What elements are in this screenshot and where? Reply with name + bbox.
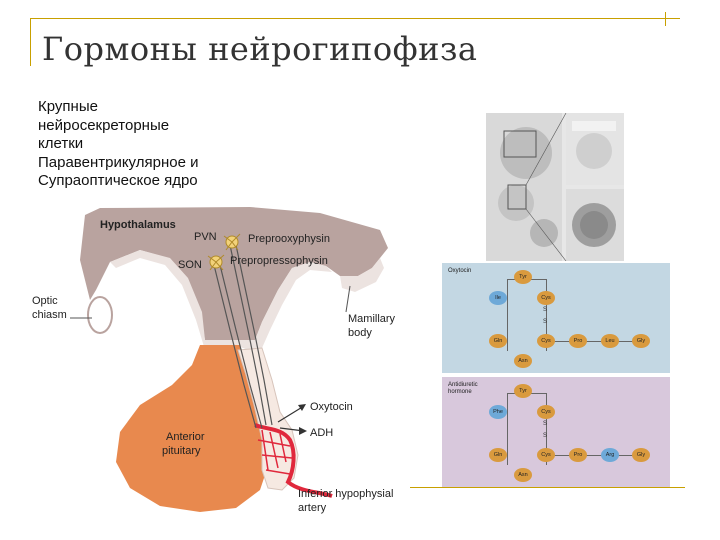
frame-line-left xyxy=(30,18,31,66)
residue: Pro xyxy=(569,334,587,348)
residue: Gly xyxy=(632,334,650,348)
residue: Ile xyxy=(489,291,507,305)
label-inferior-2: artery xyxy=(298,502,327,514)
text-line: клетки xyxy=(38,135,84,152)
text-line: нейросекреторные xyxy=(38,116,170,134)
artery-vessel xyxy=(254,423,333,498)
disulfide-s: S xyxy=(543,421,548,427)
adh-panel-title: Antidiuretic hormone xyxy=(448,382,478,395)
residue: Tyr xyxy=(514,384,532,398)
arrow-oxytocin-head xyxy=(298,404,306,411)
residue: Arg xyxy=(601,448,619,462)
label-inferior-1: Inferior hypophysial xyxy=(298,488,393,500)
axon-son-2 xyxy=(219,264,263,429)
residue: Cys xyxy=(537,291,555,305)
label-anterior-1: Anterior xyxy=(166,431,205,443)
text-line: Супраоптическое ядро xyxy=(38,172,198,189)
optic-chiasm-shape xyxy=(87,296,113,334)
leader-mamillary xyxy=(345,285,351,313)
arrow-oxytocin-line xyxy=(277,405,305,423)
label-adh: ADH xyxy=(310,427,333,439)
residue: Cys xyxy=(537,448,555,462)
label-optic-2: chiasm xyxy=(32,309,67,321)
arrow-adh-head xyxy=(299,427,307,435)
axon-son xyxy=(213,264,257,429)
neurosecretory-cell-micrograph xyxy=(486,113,624,261)
slide-title: Гормоны нейрогипофиза xyxy=(42,30,478,68)
label-optic-1: Optic xyxy=(32,295,58,307)
residue: Tyr xyxy=(514,270,532,284)
label-oxytocin: Oxytocin xyxy=(310,401,353,413)
label-son: SON xyxy=(178,259,202,271)
label-hypothalamus: Hypothalamus xyxy=(100,219,176,231)
residue: Cys xyxy=(537,405,555,419)
residue: Gly xyxy=(632,448,650,462)
residue: Gln xyxy=(489,448,507,462)
residue: Pro xyxy=(569,448,587,462)
text-line: Паравентрикулярное и xyxy=(38,153,199,171)
pvn-neuron xyxy=(223,233,241,251)
label-anterior-2: pituitary xyxy=(162,445,201,457)
disulfide-s: S xyxy=(543,433,548,439)
residue: Phe xyxy=(489,405,507,419)
slide-text: Крупные нейросекреторные клетки Паравент… xyxy=(38,98,198,191)
mamillary-body-shape xyxy=(340,258,384,292)
residue: Asn xyxy=(514,468,532,482)
disulfide-s: S xyxy=(543,319,548,325)
hypothalamus-inner xyxy=(110,250,332,350)
axon-pvn xyxy=(229,244,267,426)
disulfide-s: S xyxy=(543,307,548,313)
capillary-network xyxy=(257,429,293,475)
oxytocin-structure-panel: Oxytocin Tyr Ile Cys S S Gln Cys Pro Leu… xyxy=(442,263,670,373)
residue: Asn xyxy=(514,354,532,368)
text-line: Крупные xyxy=(38,98,98,115)
label-pvn: PVN xyxy=(194,231,217,243)
label-mamillary-1: Mamillary xyxy=(348,313,396,325)
axon-pvn-2 xyxy=(235,244,273,426)
residue: Leu xyxy=(601,334,619,348)
son-neuron xyxy=(207,254,225,271)
frame-line-bottom xyxy=(410,487,685,488)
residue: Cys xyxy=(537,334,555,348)
frame-line-top xyxy=(30,18,680,19)
residue: Gln xyxy=(489,334,507,348)
label-prepropressophysin: Prepropressophysin xyxy=(230,255,328,267)
frame-tick xyxy=(665,12,666,26)
hypothalamus-region xyxy=(80,207,388,340)
anterior-pituitary xyxy=(116,345,270,512)
adh-structure-panel: Antidiuretic hormone Tyr Phe Cys S S Gln… xyxy=(442,377,670,487)
label-mamillary-2: body xyxy=(348,327,372,339)
label-preprooxyphysin: Preprooxyphysin xyxy=(248,233,330,245)
oxytocin-panel-title: Oxytocin xyxy=(448,268,472,274)
